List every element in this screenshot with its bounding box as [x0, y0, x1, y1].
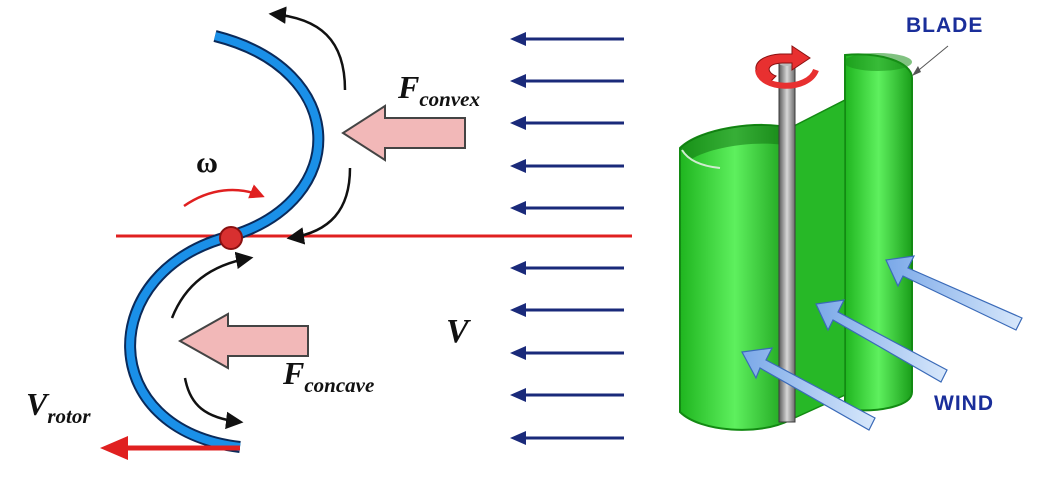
wind-label: WIND [934, 392, 994, 415]
upper-blade [213, 30, 325, 242]
flow-arrow-lower-inner [170, 251, 254, 319]
wind-3d-arrow [885, 255, 1023, 331]
f-convex-arrow [341, 104, 466, 162]
wind-speed-label: V [446, 313, 471, 350]
omega-label: ω [196, 146, 218, 179]
flow-arrow-top [268, 6, 347, 91]
wind-3d-arrow [815, 299, 948, 383]
v-rotor-label: Vrotor [26, 386, 91, 428]
rotor-hub [219, 226, 243, 250]
blade-label: BLADE [906, 14, 983, 37]
f-concave-label: Fconcave [282, 355, 374, 397]
f-concave-arrow [177, 312, 309, 370]
wind-3d-arrow [741, 347, 876, 431]
wind-3d-arrows [741, 255, 1023, 431]
flow-arrow-upper-right [286, 167, 352, 245]
blade-front [679, 123, 791, 431]
f-convex-label: Fconvex [397, 69, 480, 111]
wind-arrows [510, 32, 624, 445]
rotation-arrow [183, 184, 265, 208]
rotation-indicator-icon [755, 45, 811, 83]
flow-arrow-bottom [183, 377, 244, 430]
blade-leader-line [913, 45, 949, 75]
